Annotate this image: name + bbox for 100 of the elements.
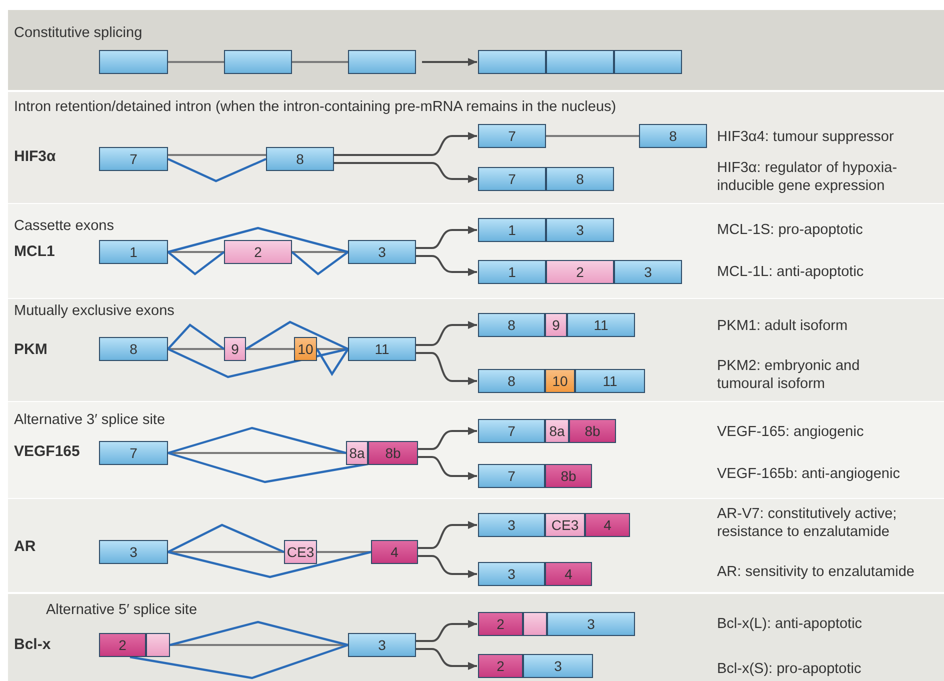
exon-box: 7 [478, 419, 545, 443]
splice-line [130, 644, 348, 680]
splice-line [168, 226, 348, 254]
arrow [418, 456, 477, 480]
intron-line [546, 135, 639, 137]
section-heading: Constitutive splicing [14, 24, 142, 42]
exon-box: 7 [478, 464, 545, 488]
exon-box: 3 [478, 562, 545, 586]
exon-box: 3 [348, 633, 416, 657]
exon-box: 1 [478, 260, 546, 284]
exon-box: 11 [575, 369, 645, 393]
exon-box: 4 [545, 562, 592, 586]
section-heading: Mutually exclusive exons [14, 302, 174, 320]
gene-name: Bcl-x [14, 636, 51, 654]
arrow [422, 58, 477, 66]
isoform-description: AR: sensitivity to enzalutamide [717, 563, 914, 581]
arrow [416, 648, 477, 670]
exon-box [523, 612, 547, 636]
exon-box: 8 [478, 369, 545, 393]
splice-line [168, 550, 372, 578]
splice-line [167, 251, 225, 276]
exon-box: 8 [99, 337, 168, 361]
exon-box [478, 50, 546, 74]
intron-line [168, 251, 224, 253]
exon-box: 7 [99, 441, 168, 465]
exon-box: 8 [266, 147, 334, 171]
exon-box [546, 50, 614, 74]
exon-box: 3 [99, 540, 168, 564]
exon-box [224, 50, 292, 74]
exon-box: 8b [545, 464, 592, 488]
exon-box [146, 633, 170, 657]
exon-box: 2 [478, 612, 523, 636]
exon-box: 8 [639, 124, 707, 148]
exon-box: 10 [294, 337, 317, 361]
isoform-description: HIF3α4: tumour suppressor [717, 128, 894, 146]
splice-line [168, 426, 346, 454]
exon-box: 9 [545, 313, 567, 337]
arrow [418, 555, 477, 578]
exon-box: 1 [99, 240, 168, 264]
gene-name: AR [14, 538, 36, 556]
arrow [416, 255, 477, 276]
exon-box: 8b [368, 441, 418, 465]
splice-line [170, 620, 348, 646]
splice-line [168, 452, 368, 484]
intron-line [317, 551, 371, 553]
splice-line [245, 320, 348, 350]
intron-line [168, 61, 224, 63]
exon-box: 8 [546, 167, 614, 191]
exon-box: 7 [478, 124, 546, 148]
gene-name: MCL1 [14, 243, 55, 261]
exon-box: 1 [478, 218, 546, 242]
isoform-description: VEGF-165: angiogenic [717, 423, 864, 441]
exon-box: CE3 [284, 540, 317, 564]
intron-line [168, 154, 266, 156]
intron-line [246, 348, 294, 350]
exon-box: 2 [478, 654, 523, 678]
exon-box: 7 [99, 147, 168, 171]
arrow [418, 427, 477, 450]
exon-box: 8a [545, 419, 569, 443]
intron-line [168, 348, 224, 350]
splice-line [316, 348, 349, 376]
isoform-description: Bcl-x(S): pro-apoptotic [717, 660, 862, 678]
exon-box: 3 [523, 654, 593, 678]
gene-name: HIF3α [14, 148, 56, 166]
exon-box [348, 50, 416, 74]
exon-box: 2 [99, 633, 146, 657]
exon-box: 4 [371, 540, 418, 564]
arrow [416, 226, 477, 249]
isoform-description: MCL-1S: pro-apoptotic [717, 221, 863, 239]
gene-name: VEGF165 [14, 443, 80, 461]
splice-line [168, 158, 266, 182]
isoform-description: Bcl-x(L): anti-apoptotic [717, 615, 862, 633]
isoform-description: MCL-1L: anti-apoptotic [717, 263, 864, 281]
exon-box: 8b [569, 419, 616, 443]
splice-line [291, 251, 349, 276]
splice-line [167, 324, 225, 350]
exon-box: 11 [348, 337, 416, 361]
exon-box: 10 [545, 369, 575, 393]
arrow [334, 132, 477, 156]
exon-box: 3 [614, 260, 682, 284]
arrow [416, 321, 477, 346]
splice-line [168, 524, 284, 553]
section-heading: Alternative 3′ splice site [14, 411, 166, 429]
isoform-description: VEGF-165b: anti-angiogenic [717, 465, 900, 483]
splice-line [168, 348, 348, 378]
exon-box: 8 [478, 313, 545, 337]
arrow [334, 162, 477, 183]
exon-box: 8a [346, 441, 368, 465]
section-heading: Alternative 5′ splice site [46, 601, 198, 619]
gene-name: PKM [14, 341, 48, 359]
exon-box [99, 50, 168, 74]
exon-box: 7 [478, 167, 546, 191]
exon-box: 2 [546, 260, 614, 284]
exon-box: 3 [546, 218, 614, 242]
exon-box: 3 [348, 240, 416, 264]
section-heading: Intron retention/detained intron (when the intron-containing pre-mRNA remains in the nucleus) [14, 98, 616, 116]
intron-line [292, 61, 348, 63]
arrow [418, 521, 477, 549]
exon-box [614, 50, 682, 74]
exon-box: 3 [547, 612, 635, 636]
